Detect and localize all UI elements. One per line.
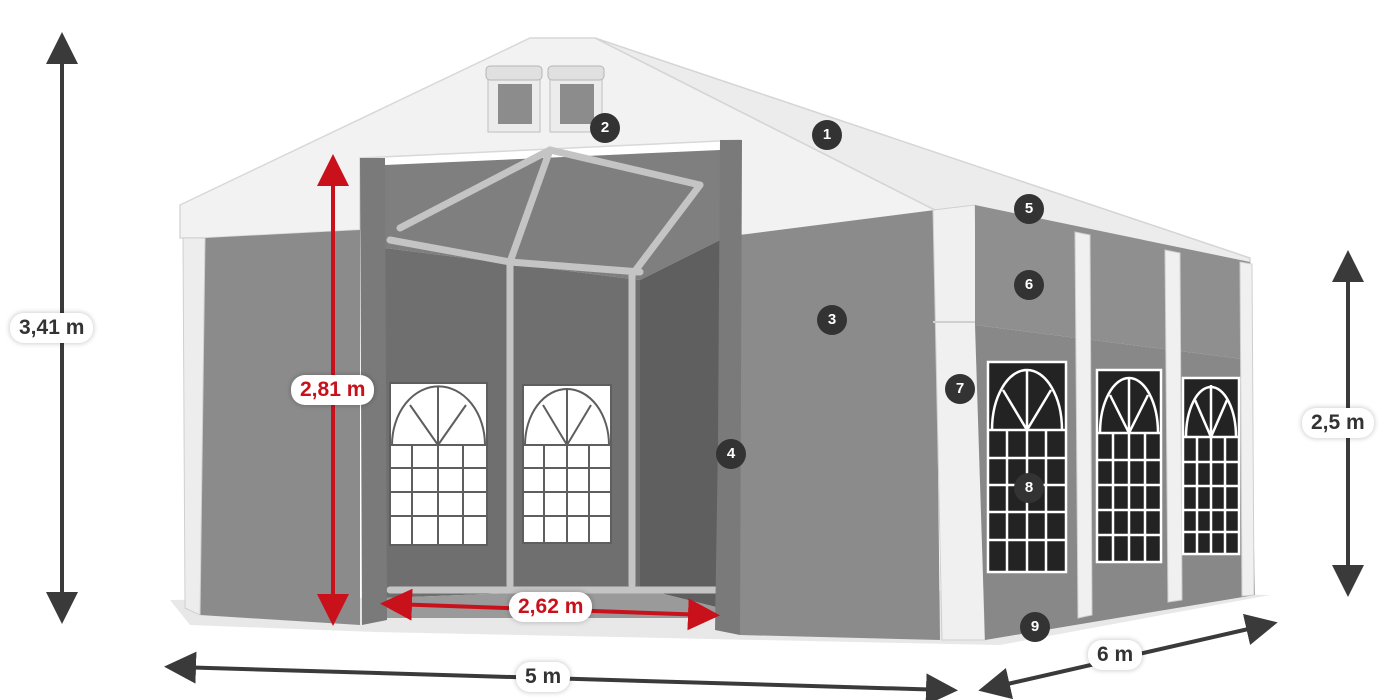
width-label: 5 m — [516, 662, 571, 692]
callout-9: 9 — [1020, 612, 1050, 642]
gable-vent-windows — [485, 65, 605, 133]
interior-windows — [389, 382, 612, 546]
callout-4: 4 — [716, 439, 746, 469]
total-height-label: 3,41 m — [10, 313, 94, 343]
callout-3: 3 — [817, 305, 847, 335]
entrance-height-label: 2,81 m — [291, 375, 375, 405]
side-wall-height-label: 2,5 m — [1302, 408, 1374, 438]
side-windows — [986, 360, 1241, 574]
callout-2: 2 — [590, 113, 620, 143]
callout-6: 6 — [1014, 270, 1044, 300]
callout-8: 8 — [1014, 473, 1044, 503]
callout-5: 5 — [1014, 194, 1044, 224]
entrance-width-label: 2,62 m — [509, 592, 593, 622]
callout-1: 1 — [812, 120, 842, 150]
callout-7: 7 — [945, 374, 975, 404]
length-label: 6 m — [1088, 640, 1143, 670]
